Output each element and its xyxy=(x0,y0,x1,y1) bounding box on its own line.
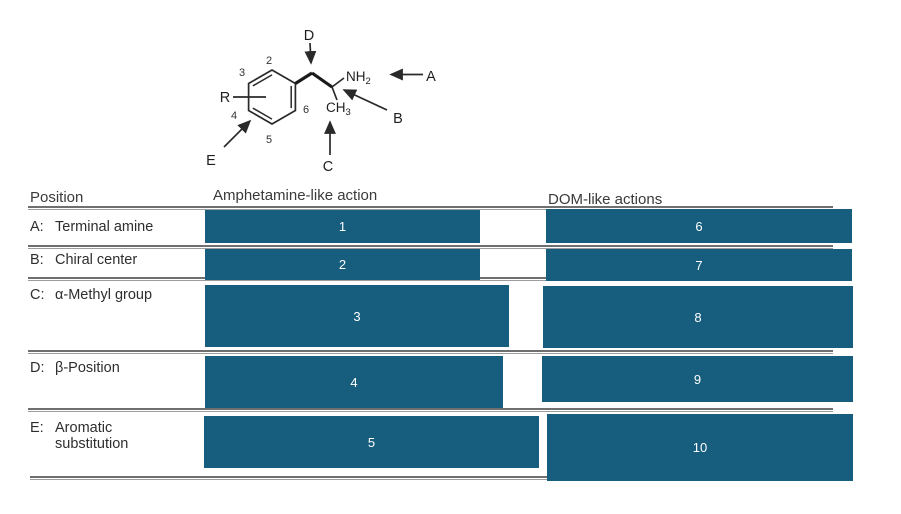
methyl-group-label: CH3 xyxy=(326,100,351,118)
row-key: E: xyxy=(30,420,44,436)
box-number: 1 xyxy=(338,219,347,234)
row-label-terminal-amine: A: Terminal amine xyxy=(30,219,153,235)
row-text: Terminal amine xyxy=(55,219,154,235)
row-label-alpha-methyl: C: α-Methyl group xyxy=(30,287,152,303)
pointer-label-a: A xyxy=(426,69,436,85)
box-number: 6 xyxy=(695,218,703,234)
ring-position-4: 4 xyxy=(231,110,237,122)
row-key: C: xyxy=(30,287,45,303)
row-key: A: xyxy=(30,219,44,235)
pointer-label-c: C xyxy=(323,159,333,175)
bond-ring-to-beta-carbon xyxy=(294,71,313,85)
rule-under-header xyxy=(28,206,833,210)
column-header-dom: DOM-like actions xyxy=(548,191,663,208)
ring-position-6: 6 xyxy=(303,104,309,116)
pointer-arrow-e xyxy=(223,119,252,148)
box-number: 8 xyxy=(694,309,702,325)
row-text: α-Methyl group xyxy=(55,287,153,303)
aromatic-inner-bond xyxy=(252,107,273,120)
row-label-chiral-center: B: Chiral center xyxy=(30,252,137,268)
bond-beta-to-alpha-carbon xyxy=(311,71,333,89)
box-number: 7 xyxy=(695,257,703,273)
occlusion-box-1: 1 xyxy=(205,210,480,243)
amine-group-label: NH2 xyxy=(346,69,371,87)
row-text: β-Position xyxy=(55,360,120,376)
box-number: 4 xyxy=(350,374,358,390)
rule-row-a-b xyxy=(28,245,833,249)
ring-position-5: 5 xyxy=(266,134,272,146)
ring-position-3: 3 xyxy=(239,67,245,79)
occlusion-box-8: 8 xyxy=(543,286,853,348)
occlusion-box-5: 5 xyxy=(204,416,539,468)
row-label-beta-position: D: β-Position xyxy=(30,360,120,376)
pointer-arrow-d xyxy=(304,42,317,65)
occlusion-box-3: 3 xyxy=(205,285,509,347)
occlusion-box-6: 6 xyxy=(546,209,852,243)
ring-position-2: 2 xyxy=(266,55,272,67)
column-header-position: Position xyxy=(30,189,84,206)
rule-row-c-d xyxy=(28,350,833,354)
r-substituent-label: R xyxy=(220,90,230,106)
row-key: B: xyxy=(30,252,44,268)
benzene-ring xyxy=(247,69,297,125)
column-header-amphetamine: Amphetamine-like action xyxy=(213,187,378,204)
bond-alpha-to-methyl xyxy=(331,86,338,101)
occlusion-box-10: 10 xyxy=(547,414,853,481)
pointer-label-d: D xyxy=(304,28,314,44)
row-text: Chiral center xyxy=(55,252,138,268)
occlusion-box-4: 4 xyxy=(205,356,503,408)
box-number: 3 xyxy=(353,308,361,324)
pointer-label-e: E xyxy=(206,153,216,169)
occlusion-box-9: 9 xyxy=(542,356,853,402)
rule-bottom xyxy=(30,476,835,480)
pointer-arrow-b xyxy=(342,89,388,111)
box-number: 9 xyxy=(693,371,702,387)
box-number: 10 xyxy=(692,440,708,455)
bond-alpha-to-amine xyxy=(331,77,345,88)
box-number: 2 xyxy=(338,257,347,272)
occlusion-box-7: 7 xyxy=(546,249,852,281)
rule-row-d-e xyxy=(28,408,833,412)
box-number: 5 xyxy=(367,434,376,450)
aromatic-inner-bond xyxy=(252,74,273,87)
row-label-aromatic-substitution: E: Aromatic substitution xyxy=(30,420,128,452)
row-key: D: xyxy=(30,360,45,376)
row-text: Aromatic substitution xyxy=(55,420,129,453)
pointer-label-b: B xyxy=(393,111,403,127)
occlusion-box-2: 2 xyxy=(205,249,480,280)
chemical-structure: R NH2 CH3 2 3 4 5 6 D A B C E xyxy=(206,28,436,175)
